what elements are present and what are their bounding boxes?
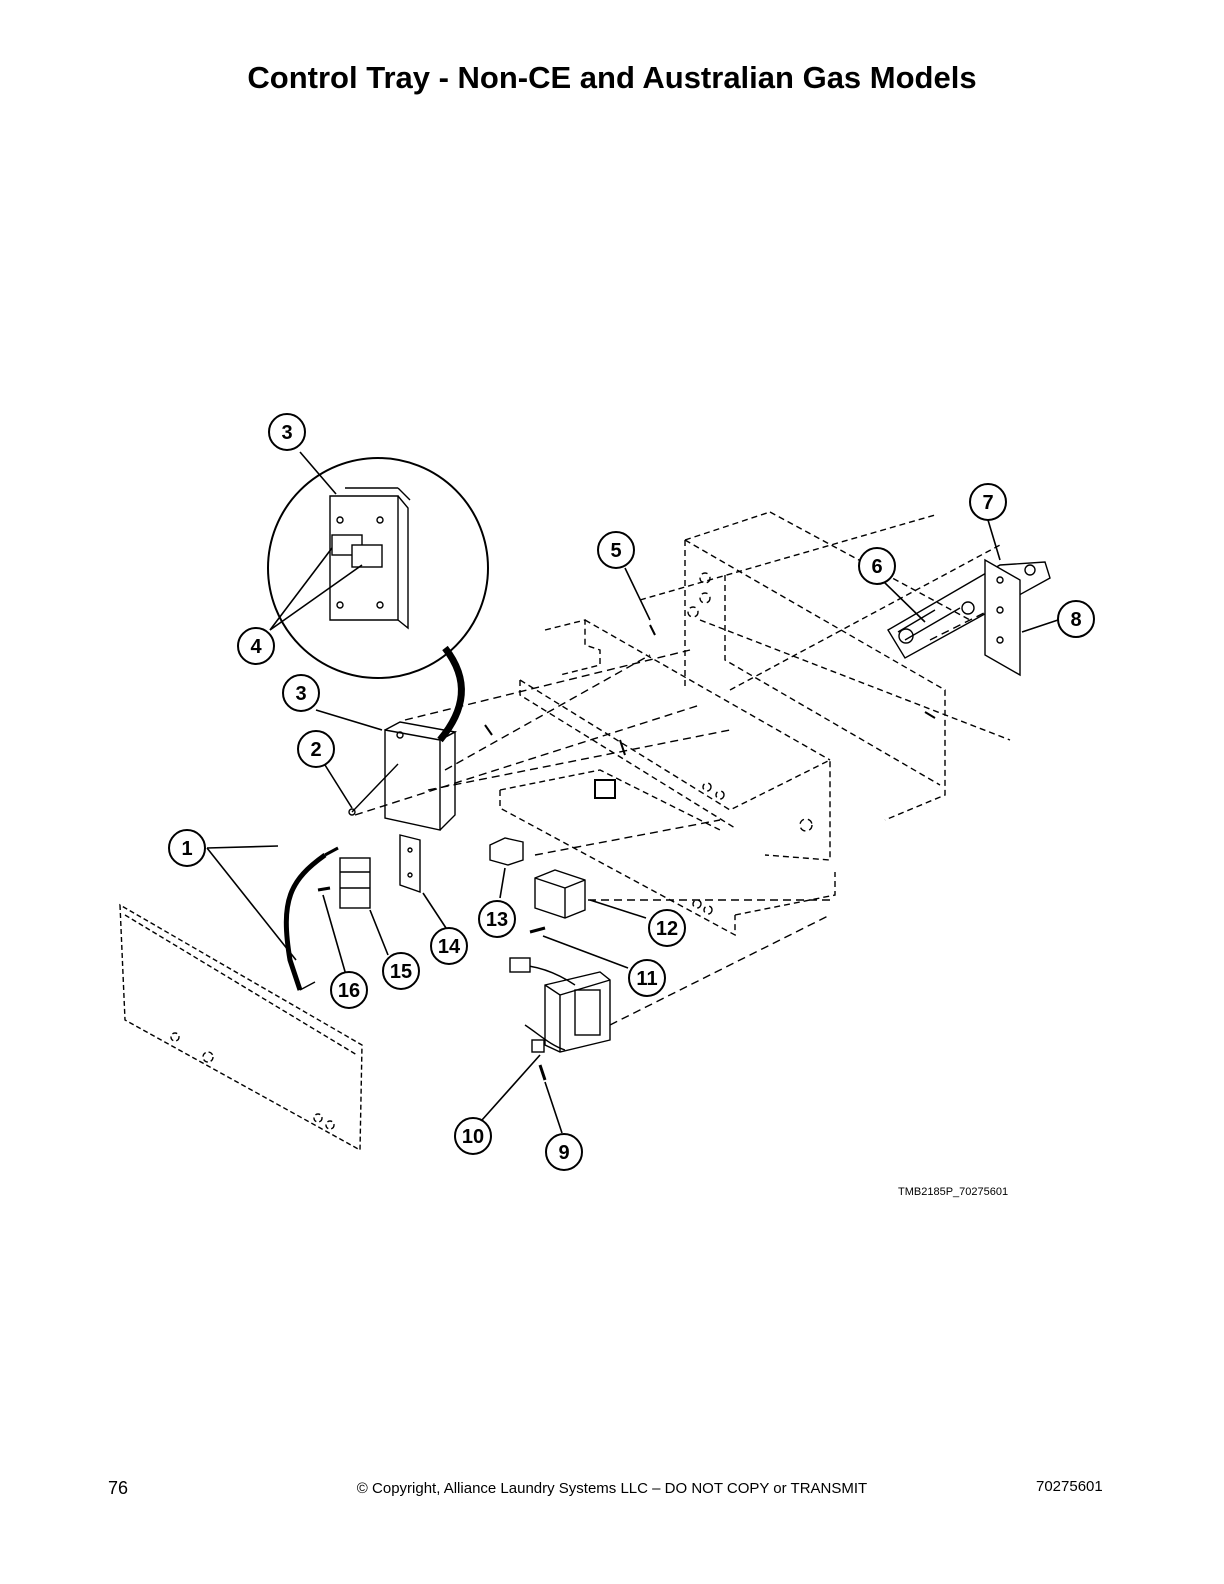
screw-2	[351, 763, 399, 813]
svg-text:6: 6	[871, 556, 882, 578]
callout-labels: 3 4 3 2 1 5 6 7 8 13 12 11 14 15 16 10 9	[168, 413, 1095, 1171]
callout-15: 15	[382, 952, 420, 990]
callout-2: 2	[297, 730, 335, 768]
callout-11: 11	[628, 959, 666, 997]
callout-3b: 3	[282, 674, 320, 712]
svg-text:16: 16	[338, 980, 360, 1002]
zoom-connector	[437, 645, 465, 743]
callout-7: 7	[969, 483, 1007, 521]
callout-6: 6	[858, 547, 896, 585]
svg-text:5: 5	[610, 540, 621, 562]
callout-1: 1	[168, 829, 206, 867]
ignition-cable	[283, 852, 327, 991]
callout-5: 5	[597, 531, 635, 569]
callout-14: 14	[430, 927, 468, 965]
document-number: 70275601	[1036, 1478, 1103, 1495]
callout-3a: 3	[268, 413, 306, 451]
svg-text:3: 3	[295, 683, 306, 705]
svg-text:2: 2	[310, 739, 321, 761]
svg-text:4: 4	[250, 636, 262, 658]
rear-housing	[639, 511, 1011, 821]
svg-text:7: 7	[982, 492, 993, 514]
figure-id: TMB2185P_70275601	[898, 1186, 1009, 1198]
callout-16: 16	[330, 971, 368, 1009]
control-module	[384, 721, 458, 831]
svg-text:3: 3	[281, 422, 292, 444]
assembly-lines	[354, 599, 1011, 1026]
callout-13: 13	[478, 900, 516, 938]
control-tray	[499, 619, 836, 937]
svg-text:14: 14	[438, 936, 461, 958]
callout-10: 10	[454, 1117, 492, 1155]
rocker-switch	[489, 837, 524, 866]
callout-4: 4	[237, 627, 275, 665]
svg-text:10: 10	[462, 1126, 484, 1148]
svg-text:15: 15	[390, 961, 412, 983]
callout-12: 12	[648, 909, 686, 947]
callout-8: 8	[1057, 600, 1095, 638]
transformer	[509, 957, 611, 1053]
igniter-assembly	[887, 558, 1051, 677]
screw-9	[538, 1064, 547, 1081]
svg-text:9: 9	[558, 1142, 569, 1164]
svg-text:11: 11	[636, 968, 657, 990]
module-zoom-circle	[267, 457, 489, 679]
svg-text:8: 8	[1070, 609, 1081, 631]
screw-16	[317, 886, 331, 892]
leader-lines	[206, 451, 1059, 1134]
terminal-bracket	[399, 834, 421, 893]
svg-text:13: 13	[486, 909, 508, 931]
front-panel	[119, 903, 363, 1152]
page-title: Control Tray - Non-CE and Australian Gas…	[247, 60, 977, 95]
svg-text:1: 1	[181, 838, 192, 860]
terminal-block	[339, 857, 371, 909]
copyright-notice: © Copyright, Alliance Laundry Systems LL…	[356, 1480, 868, 1497]
screw-11	[529, 926, 546, 934]
page-number: 76	[108, 1478, 129, 1498]
callout-9: 9	[545, 1133, 583, 1171]
svg-text:12: 12	[656, 918, 678, 940]
relay	[534, 869, 586, 919]
tray-fasteners	[484, 624, 936, 799]
